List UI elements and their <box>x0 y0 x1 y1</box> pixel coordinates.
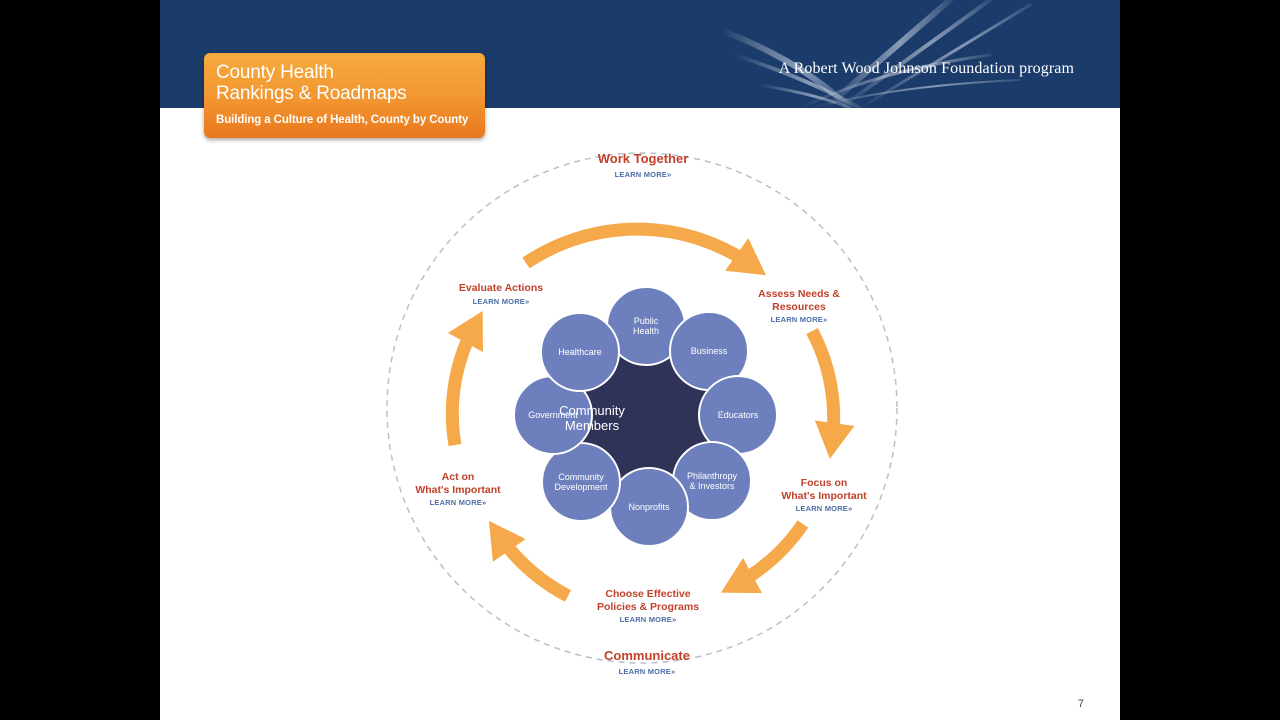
arrow-lower-left <box>488 520 572 602</box>
page-number: 7 <box>1077 698 1084 710</box>
stage-communicate-name: Communicate <box>604 648 690 663</box>
stage-work-together-name: Work Together <box>597 151 689 166</box>
sector-nonprofits: Nonprofits <box>609 467 689 547</box>
logo-subtitle: Building a Culture of Health, County by … <box>216 114 469 126</box>
learn-more-link[interactable]: LEARN MORE» <box>770 315 828 324</box>
learn-more-link[interactable]: LEARN MORE» <box>795 504 853 513</box>
arrow-lower-right <box>720 520 809 594</box>
stage-work-together: Work Together LEARN MORE» <box>543 151 743 182</box>
stage-choose-policies: Choose Effective Policies & Programs LEA… <box>568 588 728 627</box>
stage-evaluate-actions: Evaluate Actions LEARN MORE» <box>421 282 581 308</box>
learn-more-link[interactable]: LEARN MORE» <box>472 296 530 306</box>
logo-title: County Health Rankings & Roadmaps <box>216 62 481 104</box>
stage-focus-on: Focus on What's Important LEARN MORE» <box>744 477 904 516</box>
logo-title-line1: County Health <box>216 62 334 83</box>
outer-dashed-ring <box>386 152 898 664</box>
header-rays-graphic <box>717 0 1032 108</box>
slide: A Robert Wood Johnson Foundation program… <box>160 0 1120 720</box>
stage-communicate: Communicate LEARN MORE» <box>547 648 747 679</box>
arrow-right <box>806 327 855 459</box>
program-logo[interactable]: County Health Rankings & Roadmaps Buildi… <box>204 53 485 138</box>
stage-assess-needs: Assess Needs & Resources LEARN MORE» <box>719 288 879 327</box>
stage-act-on: Act on What's Important LEARN MORE» <box>378 471 538 510</box>
arrow-top <box>522 222 767 276</box>
learn-more-link[interactable]: LEARN MORE» <box>618 667 676 676</box>
foundation-tagline: A Robert Wood Johnson Foundation program <box>778 60 1074 77</box>
learn-more-link[interactable]: LEARN MORE» <box>619 615 677 624</box>
learn-more-link[interactable]: LEARN MORE» <box>429 498 487 507</box>
sector-healthcare: Healthcare <box>540 312 620 392</box>
learn-more-link[interactable]: LEARN MORE» <box>614 170 672 179</box>
logo-title-line2: Rankings & Roadmaps <box>216 83 407 104</box>
center-label: Community Members <box>559 403 625 433</box>
arrow-left <box>445 310 483 447</box>
